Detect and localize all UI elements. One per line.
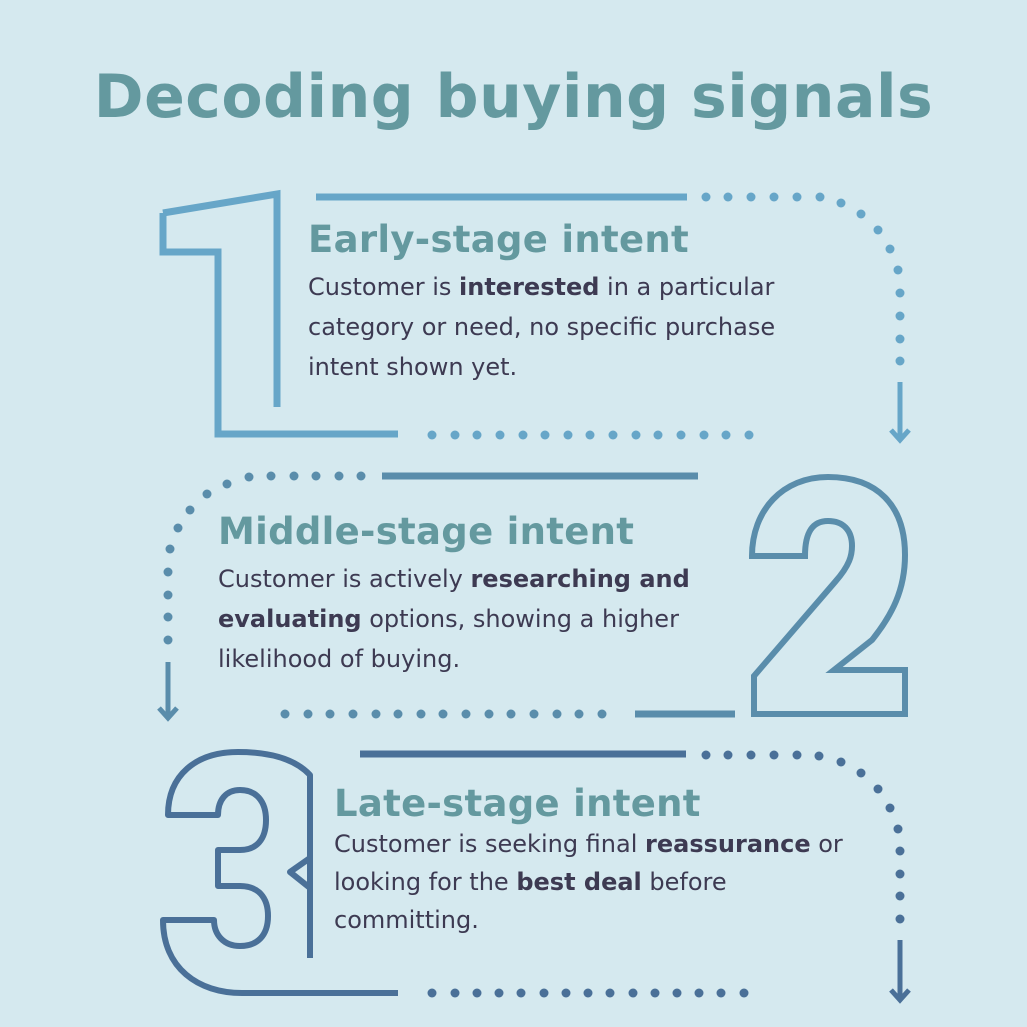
arrow-down-icon xyxy=(889,940,911,1004)
dotted-line-bottom-1 xyxy=(427,430,754,440)
stage-heading: Middle-stage intent xyxy=(218,510,635,553)
arrow-down-icon xyxy=(889,382,911,444)
dotted-line-bottom-3 xyxy=(427,988,749,998)
dotted-line-top-3 xyxy=(701,750,905,924)
stage-middle: Middle-stage intent Customer is actively… xyxy=(218,510,690,679)
stage-description: Customer is seeking final reassurance or… xyxy=(334,830,843,934)
stage2-path xyxy=(157,471,735,722)
stage-description: Customer is actively researching and eva… xyxy=(218,565,690,673)
number-three-outline-icon xyxy=(160,749,398,996)
stage-early: Early-stage intent Customer is intereste… xyxy=(308,218,775,387)
stage1-path xyxy=(316,192,911,444)
stage-heading: Late-stage intent xyxy=(334,782,701,825)
page-title: Decoding buying signals xyxy=(93,62,934,132)
stage3-path xyxy=(360,750,911,1004)
arrow-down-icon xyxy=(157,662,179,722)
stage-heading: Early-stage intent xyxy=(308,218,690,261)
dotted-line-top-2 xyxy=(163,471,366,645)
stage-description: Customer is interested in a particular c… xyxy=(308,273,776,381)
dotted-line-bottom-2 xyxy=(280,709,607,719)
stage-late: Late-stage intent Customer is seeking fi… xyxy=(334,782,843,939)
number-one-outline-icon xyxy=(159,189,398,438)
number-two-outline-icon xyxy=(748,473,909,717)
dotted-line-top-1 xyxy=(701,192,905,366)
